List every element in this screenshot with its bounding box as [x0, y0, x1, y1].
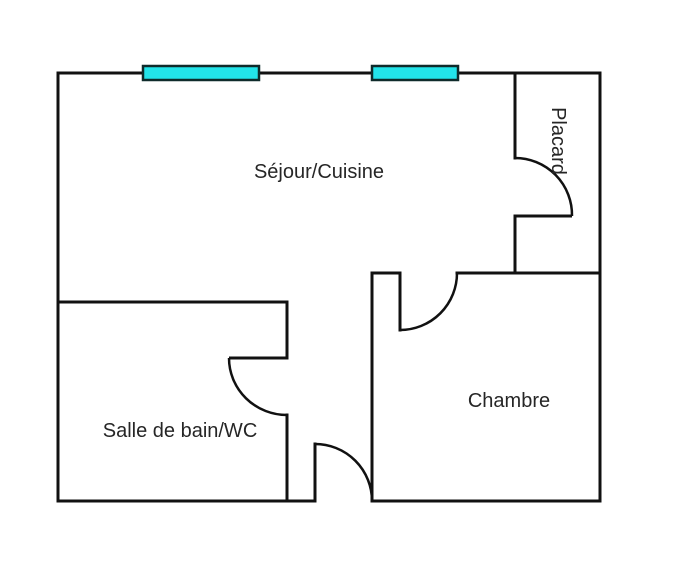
entrance-door: [313, 442, 374, 503]
chambre-door: [399, 272, 459, 332]
salle-de-bain-walls: [56, 300, 289, 503]
salle-de-bain-door: [227, 356, 288, 417]
window-1: [141, 64, 261, 82]
windows: [141, 64, 460, 82]
placard-walls: [513, 71, 574, 275]
label-chambre: Chambre: [468, 390, 550, 412]
label-sejour-cuisine: Séjour/Cuisine: [254, 161, 384, 183]
chambre-door-swing: [399, 272, 459, 332]
window-2: [370, 64, 460, 82]
placard-door-swing: [514, 156, 574, 217]
chambre-left-wall: [370, 271, 402, 503]
salle-de-bain-door-swing: [227, 357, 288, 417]
label-salle-de-bain: Salle de bain/WC: [103, 420, 258, 442]
salle-de-bain-top-wall: [56, 300, 289, 360]
entrance-door-swing: [314, 442, 374, 502]
outer-walls: [56, 71, 602, 503]
placard-door: [514, 156, 574, 218]
label-placard: Placard: [547, 107, 569, 175]
chambre-walls: [370, 271, 602, 503]
